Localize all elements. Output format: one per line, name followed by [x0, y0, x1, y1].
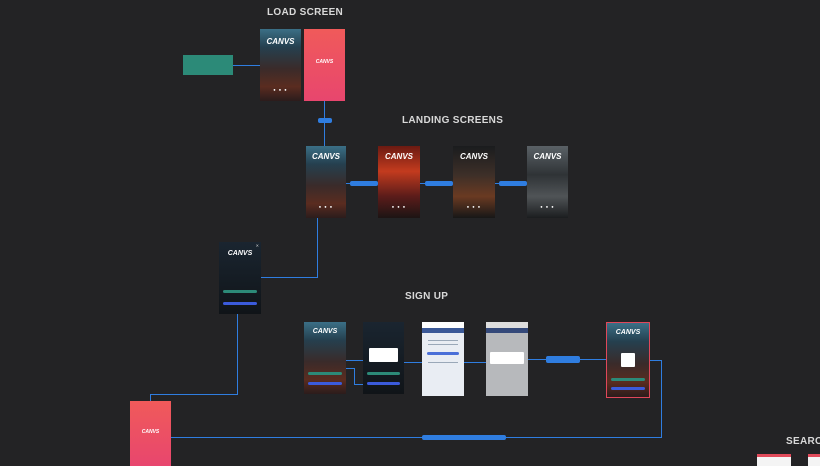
connector-tag-landing-1[interactable] — [350, 181, 378, 186]
text-line — [428, 344, 458, 345]
connector-tag-landing-3[interactable] — [499, 181, 527, 186]
connector-signup-1-2b — [346, 368, 354, 369]
connector-load-to-landing — [324, 100, 325, 146]
pagination-dots: ● ● ● — [540, 204, 555, 209]
text-line — [428, 362, 458, 363]
facebook-auth-screen[interactable] — [422, 322, 464, 396]
connector-signup-2-3 — [404, 362, 422, 363]
connector-tag-signup[interactable] — [546, 356, 580, 363]
canvs-logo: CANVS — [615, 329, 641, 336]
load-screen-photo-frame[interactable]: CANVS ● ● ● — [260, 29, 301, 101]
facebook-button[interactable] — [611, 387, 645, 390]
connector-signup-3-4 — [464, 362, 486, 363]
connector-login-to-pink — [150, 394, 238, 395]
connector-to-pink-drop — [150, 394, 151, 402]
heading-search: SEARCH — [786, 436, 820, 447]
connector-signup-1-2 — [346, 360, 363, 361]
canvs-logo: CANVS — [311, 152, 340, 161]
facebook-button[interactable] — [223, 302, 257, 305]
landing-screen-4[interactable]: CANVS ● ● ● — [527, 146, 568, 218]
pagination-dots: ● ● ● — [466, 204, 482, 209]
facebook-auth-dialog-screen[interactable] — [486, 322, 528, 396]
annotation-note — [183, 55, 233, 75]
signup-screen-1[interactable]: CANVS — [304, 322, 346, 394]
canvs-logo: CANVS — [315, 59, 334, 65]
canvs-logo: CANVS — [266, 37, 295, 46]
pagination-dots: ● ● ● — [273, 87, 288, 92]
login-screen[interactable]: ✕ CANVS — [219, 242, 261, 314]
landing-screen-3[interactable]: CANVS ● ● ● — [453, 146, 495, 218]
signup-button[interactable] — [308, 372, 342, 375]
heading-load-screen: LOAD SCREEN — [267, 7, 344, 18]
connector-tag-bottom[interactable] — [422, 435, 506, 440]
connector-landing-down — [317, 218, 318, 278]
landing-screen-1[interactable]: CANVS ● ● ● — [306, 146, 346, 218]
canvs-logo: CANVS — [384, 152, 413, 161]
facebook-header — [422, 328, 464, 333]
connector-tag-load[interactable] — [318, 118, 332, 123]
cursor-icon — [621, 353, 635, 367]
search-frame-1[interactable] — [757, 454, 791, 466]
canvs-logo: CANVS — [227, 250, 253, 257]
confirm-dialog — [490, 352, 524, 364]
landing-screen-2[interactable]: CANVS ● ● ● — [378, 146, 420, 218]
browser-bar — [422, 322, 464, 328]
heading-landing-screens: LANDING SCREENS — [402, 115, 504, 126]
facebook-header — [486, 328, 528, 333]
text-line — [428, 340, 458, 341]
final-pink-frame[interactable]: CANVS — [130, 401, 171, 466]
connector-note-to-load — [233, 65, 260, 66]
canvs-logo: CANVS — [533, 152, 562, 161]
search-frame-2[interactable] — [808, 454, 820, 466]
close-icon[interactable]: ✕ — [255, 243, 259, 248]
facebook-button[interactable] — [308, 382, 342, 385]
browser-bar — [486, 322, 528, 328]
facebook-button[interactable] — [367, 382, 400, 385]
connector-right-stub — [650, 360, 662, 361]
connector-signup-1-2c — [354, 368, 355, 384]
connector-login-down — [237, 314, 238, 394]
canvs-logo: CANVS — [459, 152, 488, 161]
signup-success-screen[interactable]: CANVS — [606, 322, 650, 398]
canvs-logo: CANVS — [141, 429, 160, 435]
signup-button[interactable] — [367, 372, 400, 375]
canvs-logo: CANVS — [312, 328, 338, 335]
connector-tag-landing-2[interactable] — [425, 181, 453, 186]
signup-dialog — [369, 348, 398, 362]
connector-bottom-return — [170, 437, 662, 438]
connector-signup-1-2d — [354, 384, 364, 385]
pagination-dots: ● ● ● — [391, 204, 407, 209]
continue-button[interactable] — [611, 378, 645, 381]
load-screen-pink-frame[interactable]: CANVS — [304, 29, 345, 101]
connector-right-vertical — [661, 360, 662, 438]
connector-landing-to-login — [261, 277, 318, 278]
login-button[interactable] — [223, 290, 257, 293]
signup-screen-2[interactable] — [363, 322, 404, 394]
pagination-dots: ● ● ● — [318, 204, 334, 209]
continue-button[interactable] — [427, 352, 459, 355]
heading-sign-up: SIGN UP — [405, 291, 449, 302]
